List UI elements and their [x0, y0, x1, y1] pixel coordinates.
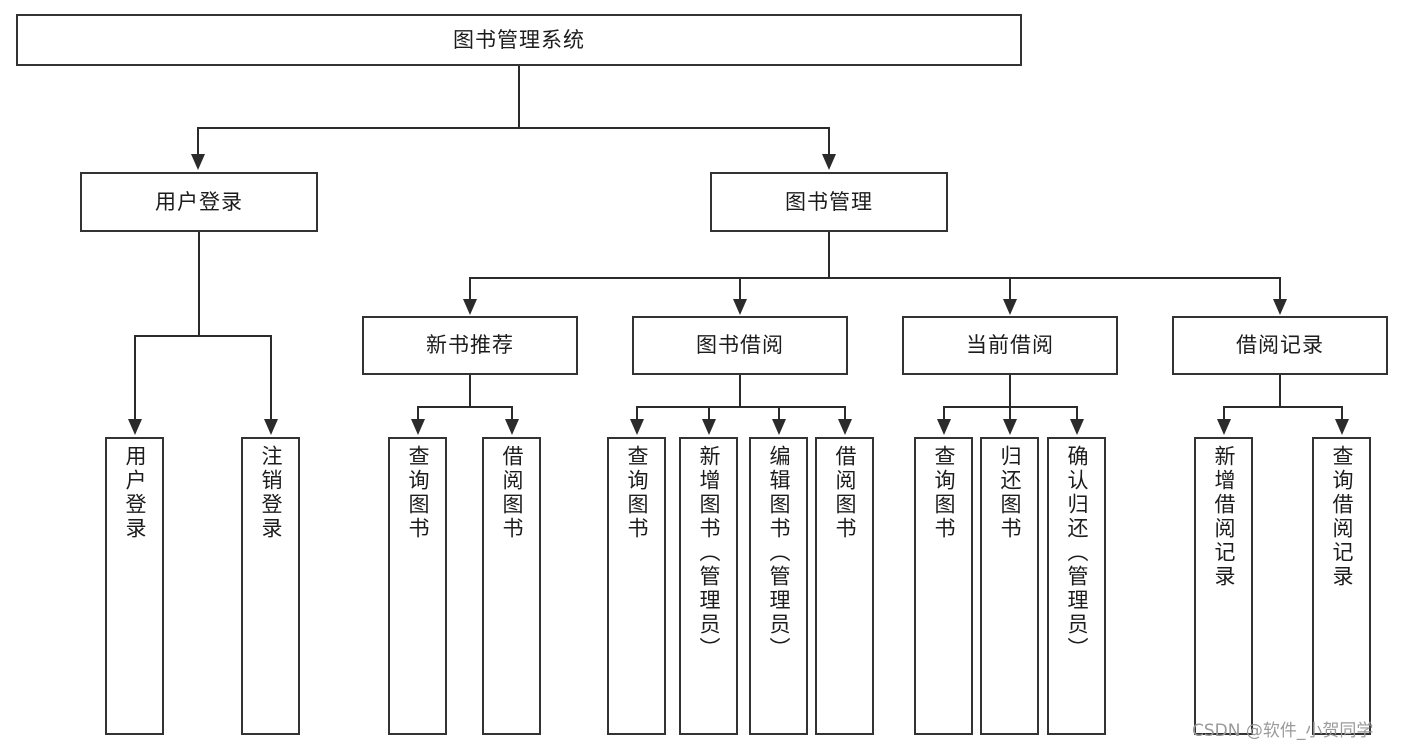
connector-user-login-child-2	[270, 335, 272, 421]
node-new-book-recommend[interactable]: 新书推荐	[362, 316, 578, 375]
connector-new-book-bar	[417, 406, 512, 408]
node-current-borrow[interactable]: 当前借阅	[902, 316, 1118, 375]
node-label: 借阅图书	[833, 445, 857, 541]
leaf-borrow-record-add[interactable]: 新增借阅记录	[1194, 437, 1253, 735]
arrowhead-current-borrow-child-3	[1070, 419, 1084, 435]
arrowhead-borrow-record-child-1	[1217, 419, 1231, 435]
arrowhead-book-borrow-child-3	[772, 419, 786, 435]
connector-root-to-book-manage	[828, 127, 830, 156]
arrowhead-new-book-child-2	[505, 419, 519, 435]
connector-borrow-record-bar	[1223, 406, 1342, 408]
connector-root-trunk	[518, 66, 520, 128]
connector-borrow-record-child-1	[1223, 406, 1225, 421]
node-label: 归还图书	[998, 445, 1022, 541]
node-label: 图书管理系统	[453, 27, 585, 52]
connector-new-book-child-1	[417, 406, 419, 421]
connector-book-borrow-bar	[636, 406, 845, 408]
connector-book-borrow-trunk	[739, 375, 741, 407]
leaf-new-book-borrow[interactable]: 借阅图书	[482, 437, 541, 735]
leaf-current-borrow-confirm-return[interactable]: 确认归还（管理员）	[1047, 437, 1106, 735]
arrowhead-current-borrow-child-1	[937, 419, 951, 435]
node-label: 注销登录	[259, 445, 283, 541]
node-root-system[interactable]: 图书管理系统	[16, 14, 1022, 66]
node-book-management[interactable]: 图书管理	[710, 172, 948, 232]
node-borrow-record[interactable]: 借阅记录	[1172, 316, 1388, 375]
leaf-user-login-logout[interactable]: 注销登录	[241, 437, 300, 735]
arrowhead-to-book-manage	[822, 154, 836, 170]
node-label: 新书推荐	[426, 333, 514, 358]
arrowhead-user-login-child-1	[128, 419, 142, 435]
connector-user-login-bar	[134, 335, 272, 337]
leaf-book-borrow-edit[interactable]: 编辑图书（管理员）	[749, 437, 808, 735]
arrowhead-current-borrow-child-2	[1003, 419, 1017, 435]
node-label: 借阅图书	[500, 445, 524, 541]
connector-book-manage-trunk	[828, 232, 830, 278]
arrowhead-to-current-borrow	[1003, 299, 1017, 315]
node-label: 图书借阅	[696, 333, 784, 358]
node-label: 借阅记录	[1236, 333, 1324, 358]
connector-book-borrow-child-1	[636, 406, 638, 421]
arrowhead-to-borrow-record	[1273, 299, 1287, 315]
arrowhead-book-borrow-child-2	[702, 419, 716, 435]
node-label: 查询图书	[406, 445, 430, 541]
arrowhead-to-book-borrow	[733, 299, 747, 315]
node-book-borrow[interactable]: 图书借阅	[632, 316, 848, 375]
node-label: 新增借阅记录	[1212, 445, 1236, 589]
leaf-book-borrow-query[interactable]: 查询图书	[607, 437, 666, 735]
watermark-text: CSDN @软件_小贺同学	[1192, 721, 1374, 741]
connector-to-borrow-record	[1279, 277, 1281, 301]
connector-borrow-record-trunk	[1279, 375, 1281, 407]
arrowhead-to-user-login	[191, 154, 205, 170]
arrowhead-book-borrow-child-4	[838, 419, 852, 435]
leaf-borrow-record-query[interactable]: 查询借阅记录	[1312, 437, 1371, 735]
connector-root-bar	[197, 127, 830, 129]
connector-to-book-borrow	[739, 277, 741, 301]
connector-to-current-borrow	[1009, 277, 1011, 301]
connector-new-book-child-2	[511, 406, 513, 421]
node-label: 图书管理	[785, 189, 873, 214]
leaf-current-borrow-query[interactable]: 查询图书	[914, 437, 973, 735]
node-label: 用户登录	[155, 189, 243, 214]
node-label: 查询图书	[932, 445, 956, 541]
connector-user-login-trunk	[198, 232, 200, 336]
connector-current-borrow-child-2	[1009, 406, 1011, 421]
leaf-user-login-login[interactable]: 用户登录	[105, 437, 164, 735]
connector-new-book-trunk	[469, 375, 471, 407]
arrowhead-new-book-child-1	[411, 419, 425, 435]
leaf-current-borrow-return[interactable]: 归还图书	[980, 437, 1039, 735]
connector-root-to-user-login	[197, 127, 199, 156]
connector-book-borrow-child-4	[844, 406, 846, 421]
node-label: 用户登录	[123, 445, 147, 541]
arrowhead-to-new-book	[463, 299, 477, 315]
connector-book-borrow-child-2	[708, 406, 710, 421]
connector-book-manage-bar	[469, 277, 1280, 279]
connector-user-login-child-1	[134, 335, 136, 421]
node-label: 查询借阅记录	[1330, 445, 1354, 589]
node-label: 编辑图书（管理员）	[767, 445, 791, 661]
node-label: 新增图书（管理员）	[697, 445, 721, 661]
node-label: 当前借阅	[966, 333, 1054, 358]
leaf-book-borrow-borrow[interactable]: 借阅图书	[815, 437, 874, 735]
connector-borrow-record-child-2	[1341, 406, 1343, 421]
node-user-login[interactable]: 用户登录	[80, 172, 318, 232]
arrowhead-user-login-child-2	[264, 419, 278, 435]
arrowhead-borrow-record-child-2	[1335, 419, 1349, 435]
node-label: 查询图书	[625, 445, 649, 541]
connector-to-new-book	[469, 277, 471, 301]
connector-book-borrow-child-3	[778, 406, 780, 421]
connector-current-borrow-child-3	[1076, 406, 1078, 421]
leaf-new-book-query[interactable]: 查询图书	[388, 437, 447, 735]
arrowhead-book-borrow-child-1	[630, 419, 644, 435]
connector-current-borrow-child-1	[943, 406, 945, 421]
connector-current-borrow-trunk	[1009, 375, 1011, 407]
leaf-book-borrow-add[interactable]: 新增图书（管理员）	[679, 437, 738, 735]
node-label: 确认归还（管理员）	[1065, 445, 1089, 661]
